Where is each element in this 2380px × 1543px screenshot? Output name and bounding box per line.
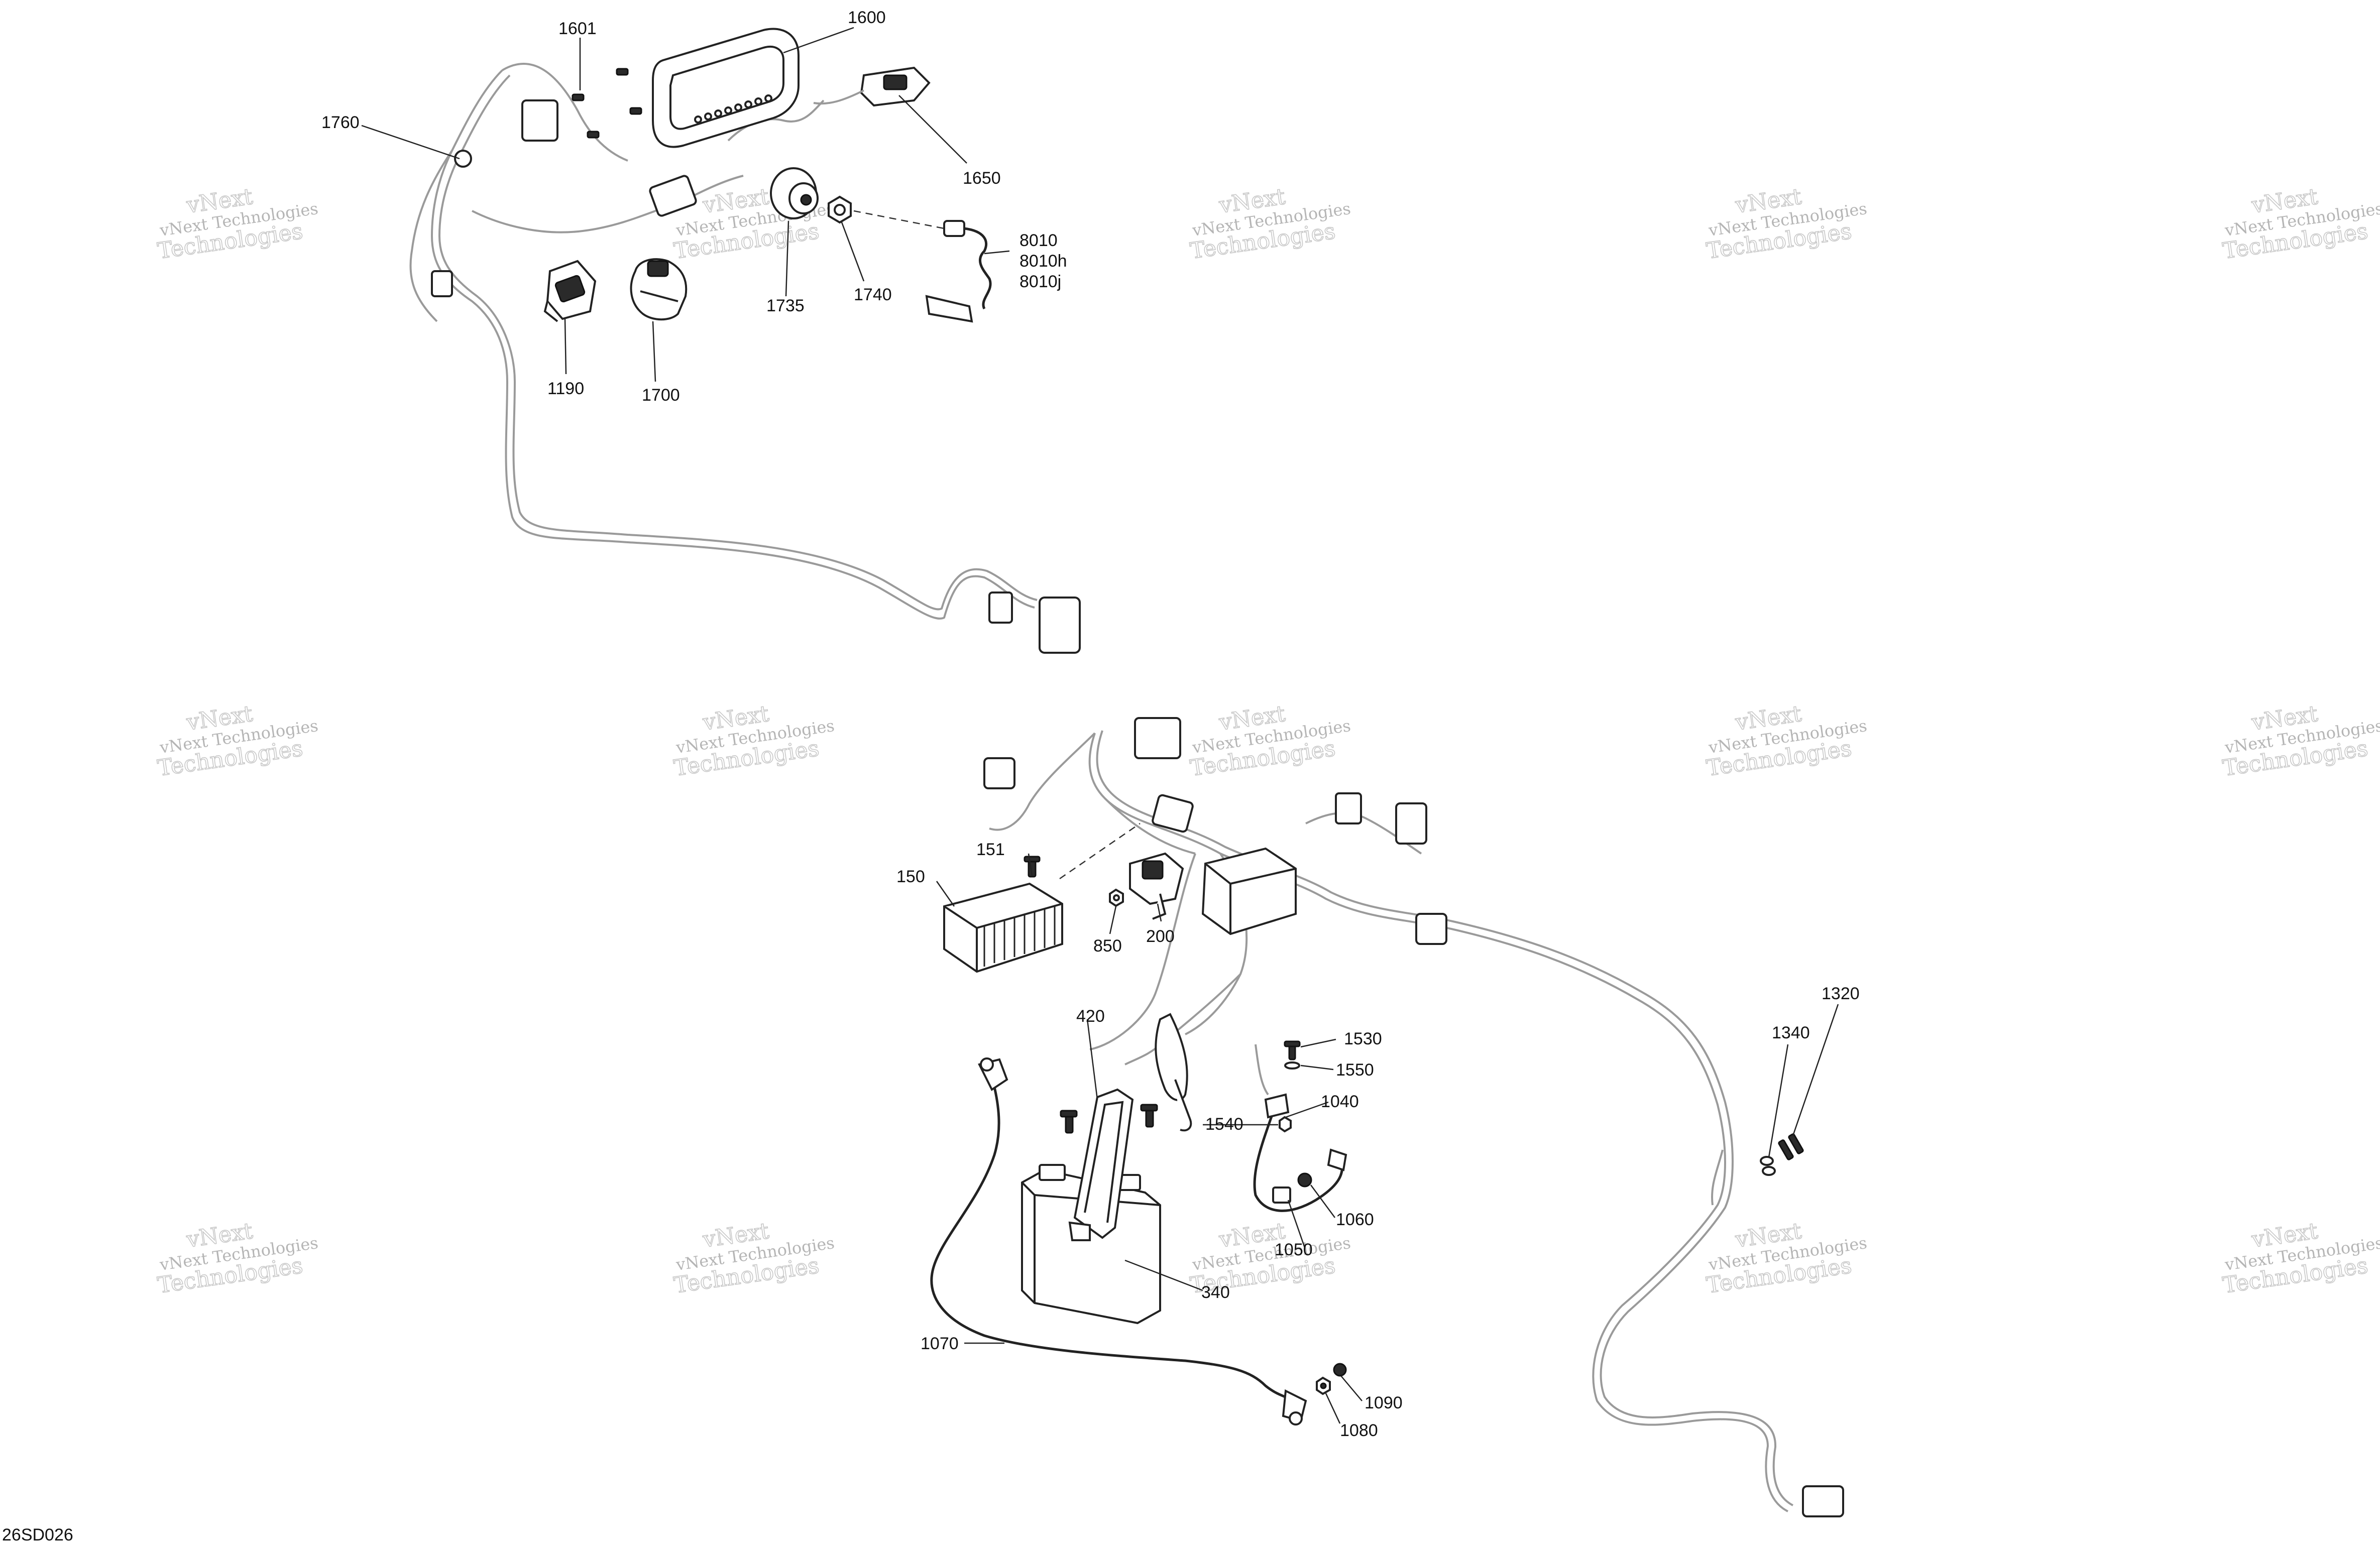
- callout-420: 420: [1076, 1007, 1105, 1026]
- bolt-1050: [1272, 1172, 1312, 1204]
- callout-1540: 1540: [1205, 1115, 1243, 1134]
- harness-connector: [1802, 1485, 1844, 1517]
- harness-connector: [1134, 717, 1181, 759]
- callout-150: 150: [896, 867, 925, 886]
- callout-1060: 1060: [1336, 1210, 1374, 1229]
- lower-wiring-harness: [983, 717, 1844, 1517]
- switch-1190: [543, 260, 597, 322]
- callout-1080: 1080: [1340, 1421, 1378, 1440]
- callout-1600: 1600: [848, 8, 886, 27]
- harness-connector: [1415, 913, 1447, 945]
- harness-connector: [1152, 794, 1194, 833]
- callout-1070: 1070: [921, 1334, 959, 1353]
- harness-connector: [983, 757, 1015, 789]
- callout-1700: 1700: [642, 386, 680, 405]
- callout-1340: 1340: [1772, 1023, 1810, 1042]
- nut-1740: [828, 195, 852, 224]
- callout-8010h: 8010h: [1019, 252, 1067, 271]
- switch-1735: [770, 167, 819, 219]
- callout-1050: 1050: [1275, 1240, 1313, 1259]
- display-buttons: [694, 94, 772, 124]
- battery-cable-1070: [930, 1057, 1307, 1426]
- callout-1601: 1601: [558, 19, 597, 38]
- harness-connector: [1395, 802, 1427, 845]
- callout-1320: 1320: [1822, 984, 1860, 1003]
- strap-screws: [1060, 1104, 1158, 1134]
- leader-lines: [361, 27, 1839, 1424]
- nut-850: [1109, 888, 1124, 907]
- harness-connector: [1039, 597, 1081, 654]
- fasteners-1080-1090: [1316, 1363, 1347, 1395]
- switch-1700: [630, 258, 688, 321]
- fuse-box: [1201, 847, 1297, 935]
- callout-1090: 1090: [1365, 1393, 1403, 1412]
- fasteners-1530-1550-1540: [1255, 1040, 1301, 1133]
- callout-8010: 8010: [1019, 231, 1058, 250]
- callout-labels: 1601 1600 1760 1650 8010 8010h 8010j 173…: [321, 8, 1860, 1440]
- voltage-regulator: [943, 882, 1063, 973]
- callout-1760: 1760: [321, 113, 360, 132]
- ground-cable-1060: [1253, 1093, 1347, 1212]
- fuse-holder: [1155, 1013, 1188, 1101]
- callout-8010j: 8010j: [1019, 272, 1061, 291]
- callout-1190: 1190: [547, 379, 584, 398]
- callout-850: 850: [1093, 936, 1122, 956]
- callout-1650: 1650: [963, 169, 1001, 188]
- callout-151: 151: [976, 840, 1005, 859]
- figure-id: 26SD026: [2, 1525, 73, 1543]
- callout-1735: 1735: [766, 296, 805, 315]
- callout-1040: 1040: [1321, 1092, 1359, 1111]
- ignition-key-8010: [853, 210, 992, 323]
- relay-200: [1129, 852, 1184, 920]
- callout-1740: 1740: [854, 285, 892, 304]
- harness-connector: [521, 99, 558, 142]
- display-cluster: [652, 28, 800, 148]
- display-screws: [572, 68, 642, 139]
- harness-connector: [649, 175, 697, 217]
- fasteners-1320-1340: [1711, 1133, 1804, 1206]
- callout-1530: 1530: [1344, 1029, 1382, 1048]
- upper-wiring-harness: [409, 63, 1081, 654]
- connector-1650: [813, 66, 931, 107]
- callout-340: 340: [1201, 1283, 1230, 1302]
- callout-1550: 1550: [1336, 1060, 1374, 1080]
- harness-connector: [431, 270, 453, 297]
- callout-200: 200: [1146, 927, 1175, 946]
- grommet: [454, 150, 472, 168]
- harness-connector: [988, 591, 1013, 624]
- harness-connector: [1335, 792, 1362, 824]
